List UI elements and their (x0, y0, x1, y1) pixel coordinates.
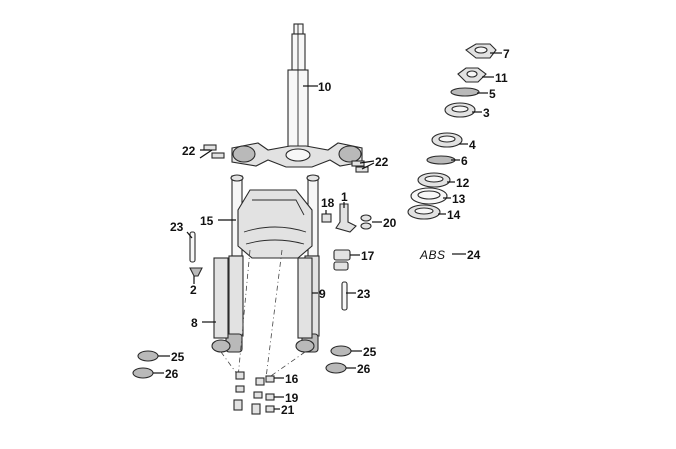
callout-7: 7 (503, 47, 510, 61)
lower-hardware (233, 371, 275, 415)
right-lower-tube (295, 257, 315, 353)
callout-6: 6 (461, 154, 468, 168)
pin-right (341, 281, 348, 311)
callout-14: 14 (447, 208, 461, 222)
pin-left (189, 231, 196, 263)
callout-26-right: 26 (357, 362, 371, 376)
callout-11: 11 (495, 71, 508, 85)
abs-label: ABS (419, 248, 446, 262)
left-fork-leg (225, 174, 244, 353)
callout-25-right: 25 (363, 345, 377, 359)
callout-23-right: 23 (357, 287, 371, 301)
steering-stem (287, 23, 309, 155)
callout-10: 10 (318, 80, 332, 94)
callout-labels: 10 22 22 7 11 5 3 4 6 12 13 14 15 23 2 8… (165, 47, 510, 417)
callout-21: 21 (281, 403, 295, 417)
callout-22-left: 22 (182, 144, 196, 158)
nut-2 (189, 267, 203, 277)
callout-25-left: 25 (171, 350, 185, 364)
callout-9: 9 (319, 287, 326, 301)
callout-4: 4 (469, 138, 476, 152)
seals-left (132, 350, 159, 379)
callout-13: 13 (452, 192, 466, 206)
callout-17: 17 (361, 249, 375, 263)
callout-24: 24 (467, 248, 481, 262)
callout-15: 15 (200, 214, 214, 228)
callout-22-right: 22 (375, 155, 389, 169)
seals-right (325, 345, 352, 374)
callout-8: 8 (191, 316, 198, 330)
callout-20: 20 (383, 216, 397, 230)
callout-3: 3 (483, 106, 490, 120)
callout-2: 2 (190, 283, 197, 297)
upper-triple-clamp (231, 142, 363, 168)
left-lower-tube (211, 257, 231, 353)
callout-26-left: 26 (165, 367, 179, 381)
bearing-stack (407, 43, 497, 220)
callout-19: 19 (285, 391, 299, 405)
fork-cover (237, 189, 313, 259)
callout-1: 1 (341, 190, 348, 204)
sensor-parts (321, 203, 372, 271)
callout-5: 5 (489, 87, 496, 101)
callout-12: 12 (456, 176, 470, 190)
clamp-bolts-right (351, 160, 369, 173)
callout-23-left: 23 (170, 220, 184, 234)
leader-lines (153, 52, 502, 410)
callout-18: 18 (321, 196, 335, 210)
callout-16: 16 (285, 372, 299, 386)
clamp-bolts-left (203, 144, 225, 159)
